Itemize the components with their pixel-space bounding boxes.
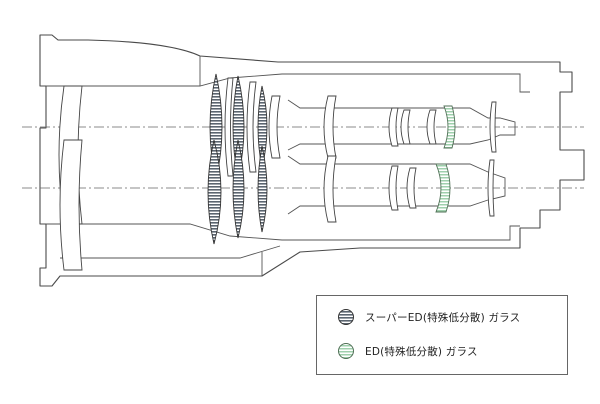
barrel-outline bbox=[39, 34, 585, 287]
rear-plain-7 bbox=[487, 159, 495, 217]
legend-item-ed: ED(特殊低分散) ガラス bbox=[337, 341, 478, 361]
super-ed-lens-4 bbox=[207, 139, 222, 245]
legend-label-ed: ED(特殊低分散) ガラス bbox=[365, 345, 478, 358]
plain-lens-a bbox=[224, 77, 234, 177]
rear-plain-2 bbox=[400, 109, 411, 145]
legend: スーパーED(特殊低分散) ガラス ED(特殊低分散) ガラス bbox=[316, 295, 568, 375]
super-ed-lens-6 bbox=[257, 145, 268, 233]
legend-label-super-ed: スーパーED(特殊低分散) ガラス bbox=[365, 311, 521, 324]
ed-lens-lower bbox=[435, 163, 451, 213]
rear-plain-4 bbox=[489, 101, 497, 153]
plain-lens-e bbox=[323, 155, 337, 223]
ed-swatch-icon bbox=[338, 343, 354, 359]
super-ed-swatch-icon bbox=[338, 309, 354, 325]
plain-lens-b bbox=[246, 81, 257, 173]
barrel-inner-top bbox=[46, 73, 530, 93]
rear-tube-upper bbox=[287, 99, 516, 151]
rear-plain-3 bbox=[426, 109, 437, 145]
plain-lens-c bbox=[268, 95, 281, 159]
super-ed-lens-5 bbox=[232, 139, 245, 239]
ed-lens-upper bbox=[443, 105, 456, 149]
rear-plain-6 bbox=[406, 167, 417, 209]
barrel-inner-bottom bbox=[46, 223, 520, 241]
rear-plain-1 bbox=[388, 107, 399, 147]
legend-item-super-ed: スーパーED(特殊低分散) ガラス bbox=[337, 307, 520, 327]
front-lens-element-lower bbox=[59, 139, 83, 271]
rear-plain-5 bbox=[388, 165, 399, 211]
barrel-inner-mid bbox=[60, 245, 281, 259]
